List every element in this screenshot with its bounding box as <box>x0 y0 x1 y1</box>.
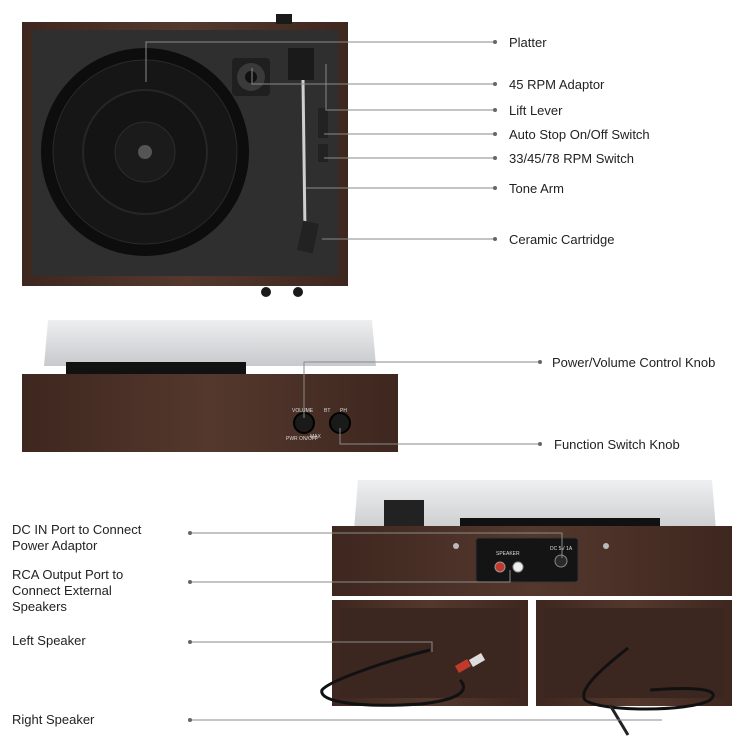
front-view: VOLUME MAX PWR ON/OFF BT PH <box>22 320 398 452</box>
panel-dc: DC 5V 1A <box>550 546 573 552</box>
rca-white-port <box>512 561 524 573</box>
label-cartridge: Ceramic Cartridge <box>509 232 615 247</box>
back-view: SPEAKER DC 5V 1A <box>320 480 732 736</box>
front-wood-body <box>22 374 398 452</box>
panel-pwr: PWR ON/OFF <box>286 436 318 442</box>
label-speed-switch: 33/45/78 RPM Switch <box>509 151 635 166</box>
label-auto-stop: Auto Stop On/Off Switch <box>509 127 650 142</box>
front-platter <box>66 362 246 374</box>
label-platter: Platter <box>509 35 547 50</box>
label-rpm-adaptor: 45 RPM Adaptor <box>509 77 605 92</box>
right-cable <box>582 646 715 711</box>
panel-max: MAX <box>310 434 322 440</box>
label-left-speaker: Left Speaker <box>12 633 86 648</box>
rca-red-port <box>494 561 506 573</box>
label-lift-lever: Lift Lever <box>509 103 563 118</box>
label-rca-out: RCA Output Port to Connect External Spea… <box>12 567 124 614</box>
callout-dots <box>188 40 542 722</box>
label-dc-in: DC IN Port to Connect Power Adaptor <box>12 522 142 553</box>
rpm-adaptor-holder <box>232 58 270 96</box>
dc-in-port <box>554 554 568 568</box>
panel-ph: PH <box>340 408 347 414</box>
label-function-knob: Function Switch Knob <box>554 437 680 452</box>
tone-arm <box>288 48 328 254</box>
label-power-knob: Power/Volume Control Knob <box>552 355 716 370</box>
callout-lines <box>145 41 662 721</box>
top-view <box>22 14 348 297</box>
dust-cover <box>44 320 376 366</box>
panel-volume: VOLUME <box>292 408 314 414</box>
left-cable <box>320 648 466 707</box>
back-dust-cover <box>354 480 716 530</box>
label-right-speaker: Right Speaker <box>12 712 95 727</box>
panel-bt: BT <box>324 408 330 414</box>
platter <box>41 48 249 256</box>
panel-speaker: SPEAKER <box>496 551 520 557</box>
label-tone-arm: Tone Arm <box>509 181 564 196</box>
